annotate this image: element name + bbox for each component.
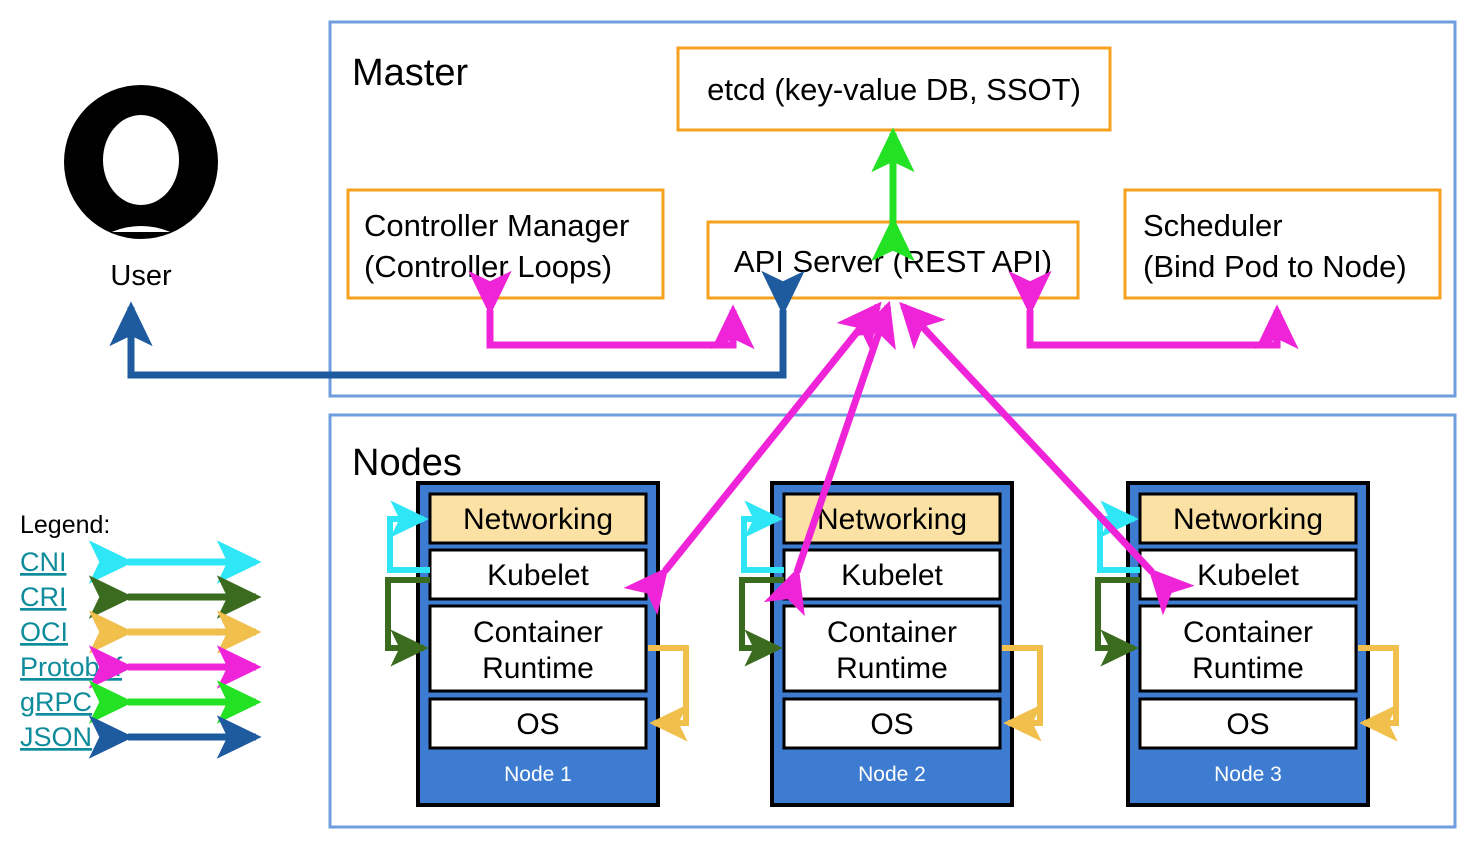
node-1-container-runtime-label-line2: Runtime: [482, 652, 594, 685]
node-1[interactable]: Networking Kubelet Container Runtime OS …: [385, 481, 689, 807]
legend: Legend: CNI CRI OCI Protobuf gRPC JSON: [20, 511, 262, 759]
user-label: User: [110, 260, 172, 292]
master-label: Master: [352, 52, 468, 94]
user-avatar-icon: [64, 85, 218, 239]
node-3[interactable]: Networking Kubelet Container Runtime OS …: [1095, 481, 1399, 807]
node-1-networking-label: Networking: [463, 503, 613, 536]
legend-item-protobuf-label[interactable]: Protobuf: [20, 652, 123, 682]
etcd-box[interactable]: [676, 46, 1112, 132]
node-2-os-label: OS: [870, 708, 913, 741]
node-1-kubelet-label: Kubelet: [487, 559, 589, 592]
scheduler-label-line2: (Bind Pod to Node): [1143, 249, 1407, 284]
node-1-cri-arrow: [385, 577, 430, 667]
node-3-kubelet-label: Kubelet: [1197, 559, 1299, 592]
node-2-name: Node 2: [858, 763, 926, 786]
legend-item-cni-label[interactable]: CNI: [20, 547, 67, 577]
json-arrow-user-apiserver: [109, 270, 805, 379]
node-2-os-box[interactable]: [782, 697, 1002, 750]
etcd-label: etcd (key-value DB, SSOT): [707, 72, 1081, 107]
node-3-name: Node 3: [1214, 763, 1282, 786]
node-3-container-runtime-label-line2: Runtime: [1192, 652, 1304, 685]
legend-item-cri-label[interactable]: CRI: [20, 582, 67, 612]
node-3-os-label: OS: [1226, 708, 1269, 741]
node-3-networking-label: Networking: [1173, 503, 1323, 536]
legend-title: Legend:: [20, 511, 110, 539]
protobuf-arrow-node2-apiserver: [763, 300, 896, 617]
node-2-container-runtime-label-line2: Runtime: [836, 652, 948, 685]
node-2[interactable]: Networking Kubelet Container Runtime OS …: [739, 481, 1043, 807]
api-server-label: API Server (REST API): [734, 244, 1052, 279]
node-1-cni-arrow: [387, 500, 430, 573]
node-3-container-runtime-label-line1: Container: [1183, 616, 1313, 649]
scheduler-label-line1: Scheduler: [1143, 208, 1283, 243]
legend-item-json-label[interactable]: JSON: [20, 722, 92, 752]
node-2-container-runtime-label-line1: Container: [827, 616, 957, 649]
node-3-os-box[interactable]: [1138, 697, 1358, 750]
legend-item-oci-label[interactable]: OCI: [20, 617, 68, 647]
nodes-label: Nodes: [352, 442, 462, 484]
node-1-os-box[interactable]: [428, 697, 648, 750]
controller-manager-label-line1: Controller Manager: [364, 208, 629, 243]
node-1-container-runtime-box[interactable]: [428, 604, 648, 693]
node-1-name: Node 1: [504, 763, 572, 786]
node-3-container-runtime-box[interactable]: [1138, 604, 1358, 693]
node-2-networking-label: Networking: [817, 503, 967, 536]
protobuf-arrow-controller-apiserver: [468, 270, 755, 350]
legend-item-grpc-label[interactable]: gRPC: [20, 687, 92, 717]
node-2-kubelet-label: Kubelet: [841, 559, 943, 592]
node-1-oci-arrow: [648, 645, 689, 742]
controller-manager-label-line2: (Controller Loops): [364, 249, 612, 284]
node-3-oci-arrow: [1358, 645, 1399, 742]
protobuf-arrow-apiserver-scheduler: [1008, 270, 1299, 350]
node-2-oci-arrow: [1002, 645, 1043, 742]
node-1-container-runtime-label-line1: Container: [473, 616, 603, 649]
protobuf-arrow-node3-apiserver: [899, 301, 1195, 616]
node-1-os-label: OS: [516, 708, 559, 741]
